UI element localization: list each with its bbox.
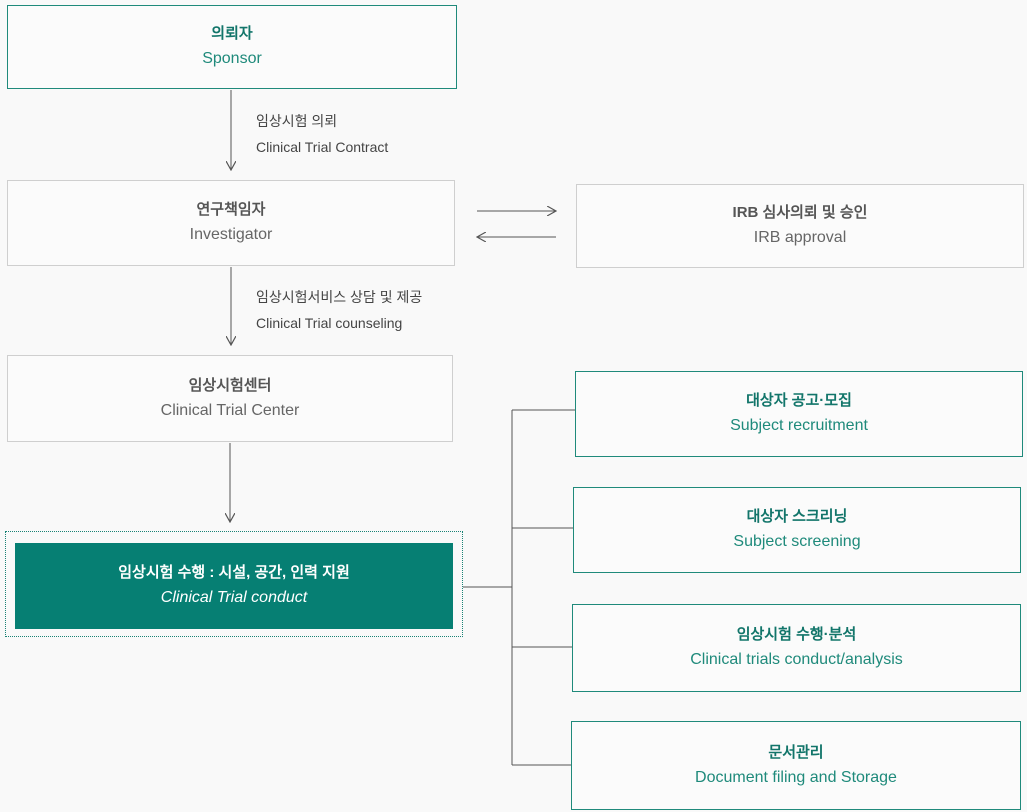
investigator-title-en: Investigator [189, 226, 273, 243]
analysis-box: 임상시험 수행·분석 Clinical trials conduct/analy… [572, 604, 1021, 692]
document-box: 문서관리 Document filing and Storage [571, 721, 1021, 810]
irb-title-en: IRB approval [753, 229, 847, 246]
document-title-en: Document filing and Storage [695, 768, 897, 786]
counseling-label-ko: 임상시험서비스 상담 및 제공 [256, 289, 423, 305]
screening-box: 대상자 스크리닝 Subject screening [573, 487, 1021, 573]
recruitment-title-en: Subject recruitment [730, 417, 868, 434]
conduct-box: 임상시험 수행 : 시설, 공간, 인력 지원 Clinical Trial c… [15, 543, 453, 629]
conduct-dotted-frame [5, 531, 463, 637]
center-title-en: Clinical Trial Center [160, 401, 300, 419]
contract-label: 임상시험 의뢰 Clinical Trial Contract [256, 108, 388, 160]
sponsor-box: 의뢰자 Sponsor [7, 5, 457, 89]
conduct-title-ko: 임상시험 수행 : 시설, 공간, 인력 지원 [118, 564, 350, 581]
recruitment-title-ko: 대상자 공고·모집 [746, 392, 852, 409]
analysis-title-en: Clinical trials conduct/analysis [690, 651, 903, 668]
analysis-title-ko: 임상시험 수행·분석 [736, 626, 857, 643]
irb-title-ko: IRB 심사의뢰 및 승인 [732, 204, 868, 221]
screening-title-en: Subject screening [733, 533, 861, 550]
recruitment-box: 대상자 공고·모집 Subject recruitment [575, 371, 1023, 457]
conduct-title-en: Clinical Trial conduct [160, 589, 308, 606]
center-box: 임상시험센터 Clinical Trial Center [7, 355, 453, 442]
investigator-box: 연구책임자 Investigator [7, 180, 455, 266]
contract-label-ko: 임상시험 의뢰 [256, 113, 338, 129]
investigator-title-ko: 연구책임자 [196, 201, 266, 218]
sponsor-title-en: Sponsor [202, 50, 262, 67]
contract-label-en: Clinical Trial Contract [256, 139, 389, 155]
center-title-ko: 임상시험센터 [188, 376, 272, 394]
screening-title-ko: 대상자 스크리닝 [746, 508, 848, 525]
document-title-ko: 문서관리 [768, 743, 824, 761]
counseling-label: 임상시험서비스 상담 및 제공 Clinical Trial counselin… [256, 284, 422, 336]
irb-box: IRB 심사의뢰 및 승인 IRB approval [576, 184, 1024, 268]
counseling-label-en: Clinical Trial counseling [256, 315, 403, 331]
sponsor-title-ko: 의뢰자 [211, 25, 253, 42]
